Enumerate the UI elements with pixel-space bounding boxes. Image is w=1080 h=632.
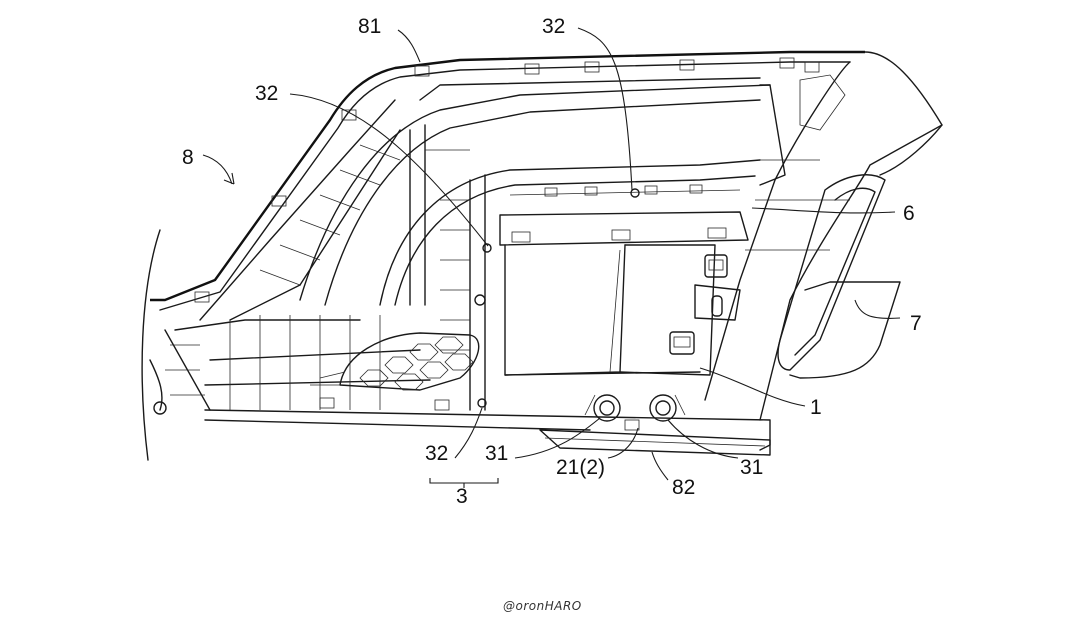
label-32-bottom: 32 [425,442,448,465]
label-32-left: 32 [255,82,278,105]
label-82: 82 [672,476,695,499]
upper-arch-frame [299,57,820,411]
speaker-grille [310,332,480,391]
label-6: 6 [903,202,915,225]
panel-outline [141,50,943,461]
label-32-top: 32 [542,15,565,38]
label-1: 1 [810,396,822,419]
label-31-right: 31 [740,456,763,479]
storage-compartment [474,184,749,408]
label-7: 7 [910,312,922,335]
watermark-text: @oronHARO [503,599,582,613]
label-31-left: 31 [485,442,508,465]
bottom-fasteners [319,394,686,431]
label-8: 8 [182,146,194,169]
label-21-2: 21(2) [556,456,605,479]
leader-lines [202,27,901,488]
right-pillar-pocket [745,74,901,379]
label-81: 81 [358,15,381,38]
reference-numerals: 81 32 32 8 6 7 1 32 31 21(2) 31 3 82 [182,15,922,508]
left-rib-structure [149,109,431,415]
label-3: 3 [456,485,468,508]
